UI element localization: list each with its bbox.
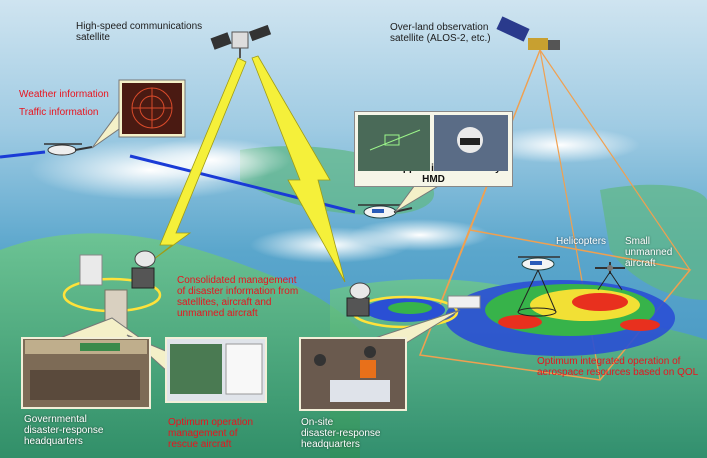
ground-station-icon xyxy=(346,282,371,317)
weather-info-label: Weather information xyxy=(19,89,109,100)
observation-satellite-label: Over-land observation satellite (ALOS-2,… xyxy=(390,22,491,44)
radar-display xyxy=(118,79,186,138)
optimum-rescue-label: Optimum operation management of rescue a… xyxy=(168,417,254,450)
traffic-info-label: Traffic information xyxy=(19,107,99,118)
onsite-hq-label: On-site disaster-response headquarters xyxy=(301,417,381,450)
helicopters-label: Helicopters xyxy=(556,236,607,247)
helicopter-icon xyxy=(518,256,560,271)
consolidated-management-label: Consolidated management of disaster info… xyxy=(177,275,299,319)
comm-satellite-label: High-speed communications satellite xyxy=(76,21,203,43)
land-mass xyxy=(600,184,707,300)
disaster-heatmap xyxy=(365,280,675,356)
hmd-photos xyxy=(358,115,508,171)
optimum-integrated-label: Optimum integrated operation of aerospac… xyxy=(537,356,699,378)
ground-station-icon xyxy=(131,250,156,289)
hmd-caption: Task support information by HMD xyxy=(366,163,501,185)
comm-satellite-icon xyxy=(210,24,272,58)
lightning-link xyxy=(149,55,346,283)
helicopter-icon xyxy=(44,143,93,156)
unmanned-aircraft-icon xyxy=(595,262,625,291)
sensor-cone xyxy=(517,269,557,317)
cloud xyxy=(350,219,490,251)
observation-satellite-icon xyxy=(496,16,560,50)
helicopter-icon xyxy=(358,204,413,219)
cloud xyxy=(130,138,290,182)
building-icon xyxy=(447,295,481,309)
small-uav-label: Small unmanned aircraft xyxy=(625,236,673,269)
gov-hq-label: Governmental disaster-response headquart… xyxy=(24,414,104,447)
cloud xyxy=(480,127,640,163)
